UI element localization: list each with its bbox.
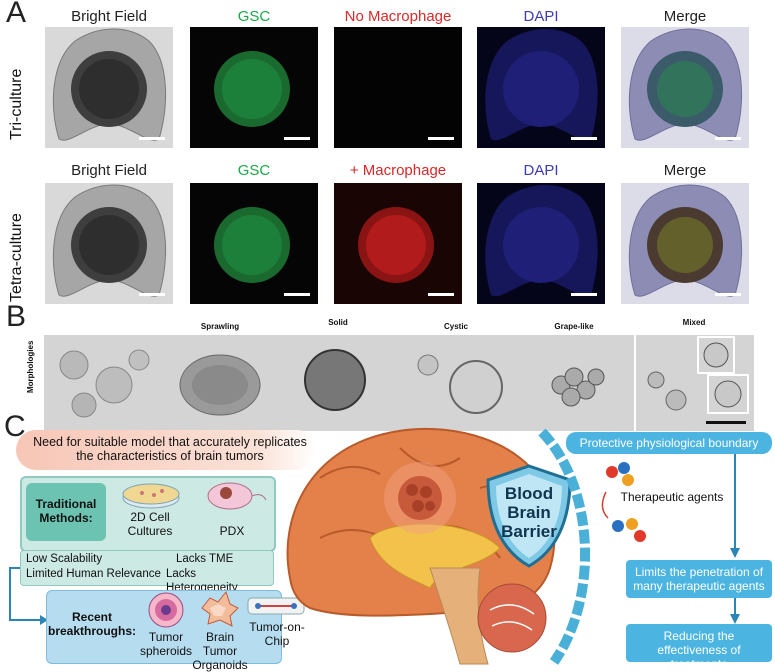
- flow-arrow-1: [730, 454, 740, 563]
- traditional-label-box: [26, 483, 106, 541]
- flow-arrow-2: [730, 598, 740, 629]
- col-title-no-macrophage: No Macrophage: [344, 8, 452, 25]
- row-label-tri-culture: Tri-culture: [8, 68, 25, 140]
- image-gsc-tetra: [190, 183, 318, 304]
- cell-cultures-label: 2D Cell Cultures: [127, 510, 173, 538]
- limit-human-relevance: Limited Human Relevance: [26, 568, 161, 580]
- bbb-brain: Brain: [507, 503, 551, 522]
- bbb-shield: [484, 464, 574, 573]
- connector-arrow: [4, 566, 48, 633]
- protective-text: Protective physiological boundary: [579, 436, 759, 450]
- col-title-bright-field-2: Bright Field: [71, 162, 147, 179]
- morph-title-solid: Solid: [328, 318, 348, 327]
- limit-lacks-tme: Lacks TME: [176, 553, 234, 565]
- chip-icon: [246, 592, 306, 623]
- therapeutic-agents-label: Therapeutic agents: [620, 490, 724, 504]
- morph-image-grape-like: [516, 335, 634, 431]
- limit-low-scalability: Low Scalability: [26, 553, 103, 565]
- pdx-label: PDX: [219, 524, 245, 538]
- row-label-tetra-culture: Tetra-culture: [8, 213, 25, 302]
- image-merge-tetra: [621, 183, 749, 304]
- col-title-merge: Merge: [663, 8, 707, 25]
- row-label-morphologies: Morphologies: [26, 340, 35, 393]
- image-no-macrophage: [334, 27, 462, 148]
- col-title-gsc: GSC: [237, 8, 271, 25]
- image-merge-tri: [621, 27, 749, 148]
- image-gsc-tri: [190, 27, 318, 148]
- bbb-blood: Blood: [504, 484, 554, 503]
- protective-box: [566, 432, 772, 454]
- image-bright-field-tetra: [45, 183, 173, 304]
- col-title-dapi-2: DAPI: [523, 162, 559, 179]
- mouse-icon: [196, 478, 268, 517]
- spheroid-icon: [146, 590, 186, 635]
- panel-a-letter: A: [6, 0, 27, 29]
- morph-title-grape-like: Grape-like: [554, 322, 594, 331]
- morph-image-sprawling: [162, 335, 280, 431]
- morph-title-mixed: Mixed: [682, 318, 706, 327]
- panel-b-letter: B: [6, 300, 27, 333]
- image-dapi-tri: [477, 27, 605, 148]
- tumor-on-chip-label: Tumor-on-Chip: [249, 620, 305, 648]
- col-title-bright-field: Bright Field: [71, 8, 147, 25]
- limits-penetration-text: Limits the penetration of many therapeut…: [633, 565, 765, 593]
- organoid-icon: [196, 588, 242, 633]
- brain-illustration: [280, 418, 580, 671]
- image-dapi-tetra: [477, 183, 605, 304]
- boundary-arc: [534, 426, 604, 671]
- limitations-box: [20, 550, 274, 586]
- petri-dish-icon: [118, 478, 184, 515]
- therapeutic-molecules-icon: [598, 462, 650, 553]
- traditional-label: Traditional Methods:: [35, 497, 97, 525]
- bbb-barrier: Barrier: [501, 522, 557, 541]
- col-title-gsc-2: GSC: [237, 162, 271, 179]
- image-plus-macrophage: [334, 183, 462, 304]
- need-text: Need for suitable model that accurately …: [33, 435, 307, 463]
- morph-image-cystic: [398, 335, 516, 431]
- need-banner: [16, 430, 316, 470]
- morph-title-sprawling: Sprawling: [200, 322, 240, 331]
- reducing-text: Reducing the effectiveness of treatments: [657, 629, 741, 671]
- morph-title-cystic: Cystic: [443, 322, 468, 331]
- limits-penetration-box: [626, 560, 772, 598]
- morph-image-solid: [280, 335, 398, 431]
- image-bright-field-tri: [45, 27, 173, 148]
- morph-image-1: [44, 335, 162, 431]
- col-title-dapi: DAPI: [523, 8, 559, 25]
- morph-image-mixed: [636, 335, 754, 431]
- panel-c-letter: C: [4, 410, 26, 443]
- reducing-box: [626, 624, 772, 662]
- recent-label: Recent breakthroughs:: [48, 610, 137, 638]
- col-title-plus-macrophage: + Macrophage: [349, 162, 447, 179]
- col-title-merge-2: Merge: [663, 162, 707, 179]
- tumor-spheroids-label: Tumor spheroids: [139, 630, 193, 658]
